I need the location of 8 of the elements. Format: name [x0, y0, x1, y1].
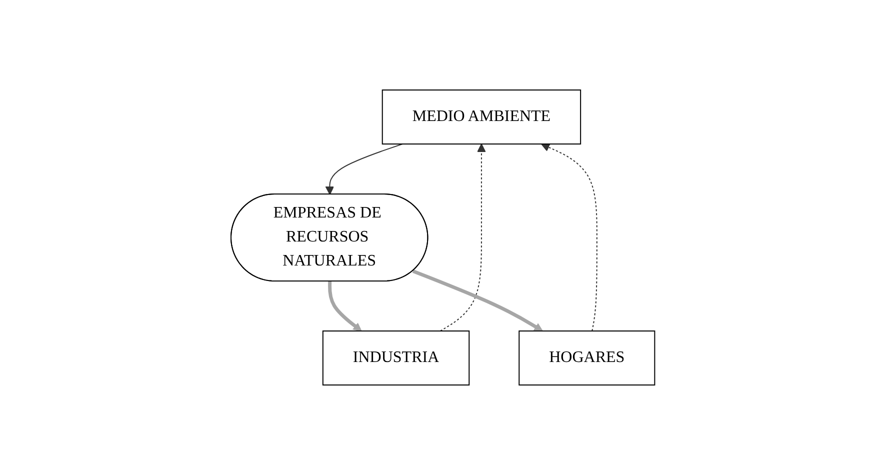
node-box: MEDIO AMBIENTE — [382, 90, 582, 144]
arrow — [440, 144, 486, 332]
node-box: HOGARES — [518, 330, 656, 386]
arrow — [328, 281, 362, 332]
arrow — [541, 143, 598, 332]
node-box: INDUSTRIA — [322, 330, 470, 386]
arrow — [412, 269, 544, 332]
arrow — [325, 144, 404, 195]
